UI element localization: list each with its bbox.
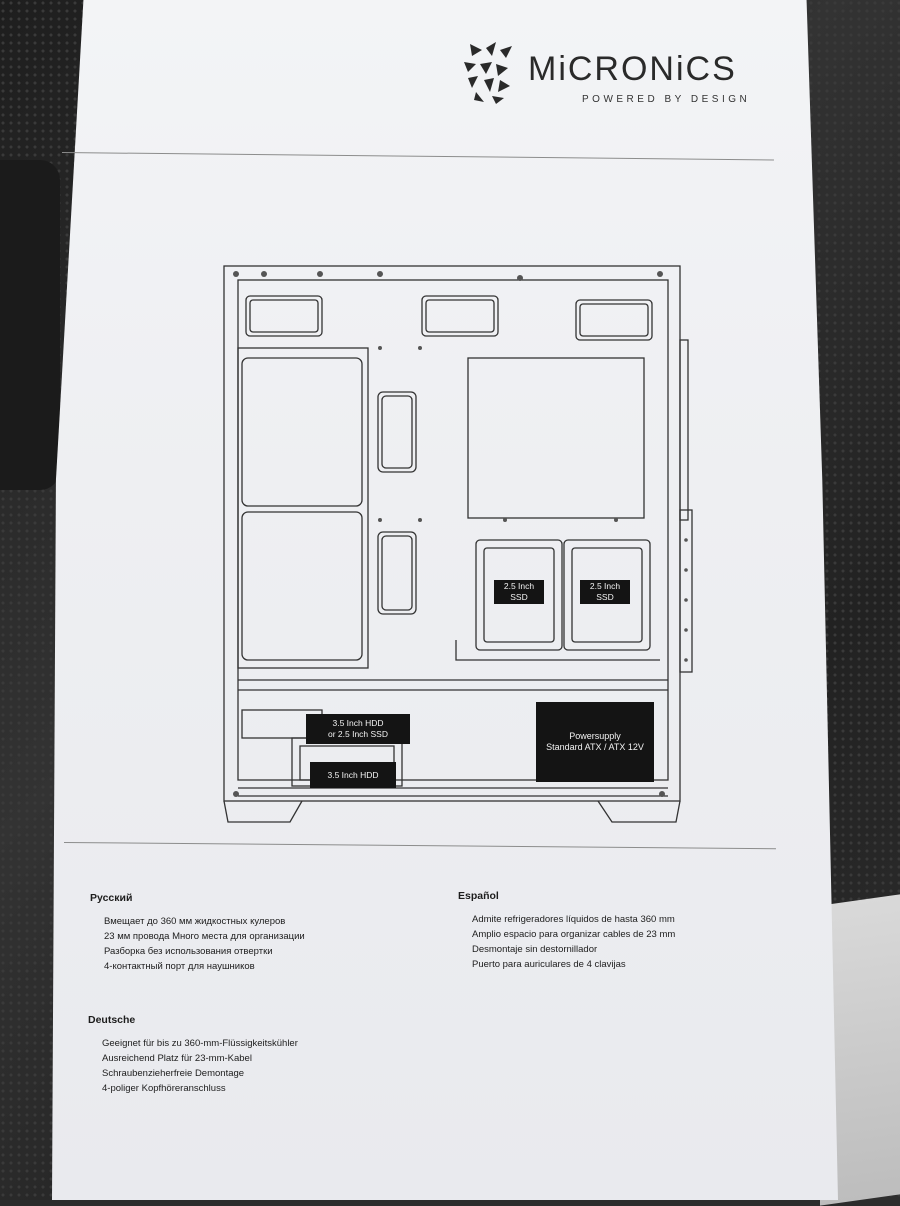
list-item: 4-poliger Kopfhöreranschluss bbox=[102, 1083, 226, 1094]
section-german-title: Deutsche bbox=[88, 1014, 136, 1026]
section-spanish-title: Español bbox=[458, 890, 499, 902]
background-object bbox=[0, 160, 60, 490]
ssd-left-text: 2.5 Inch SSD bbox=[503, 581, 535, 602]
list-item: Ausreichend Platz für 23-mm-Kabel bbox=[102, 1053, 252, 1064]
list-item: Amplio espacio para organizar cables de … bbox=[472, 929, 676, 940]
spanish-feature-list: Admite refrigeradores líquidos de hasta … bbox=[458, 912, 675, 972]
section-german: Deutsche Geeignet für bis zu 360-mm-Flüs… bbox=[88, 1014, 298, 1096]
german-feature-list: Geeignet für bis zu 360-mm-Flüssigkeitsk… bbox=[88, 1036, 298, 1096]
manual-page bbox=[52, 0, 838, 1200]
hdd-upper-label: 3.5 Inch HDD or 2.5 Inch SSD bbox=[306, 714, 410, 744]
case-side-diagram: 2.5 Inch SSD 2.5 Inch SSD 3.5 Inch HDD o… bbox=[220, 260, 700, 830]
section-russian-title: Русский bbox=[90, 892, 133, 904]
list-item: Разборка без использования отвертки bbox=[104, 946, 273, 957]
psu-line-1: Powersupply bbox=[569, 731, 621, 741]
brand-logo: MiCRONiCS POWERED BY DESIGN bbox=[462, 40, 772, 110]
list-item: Puerto para auriculares de 4 clavijas bbox=[472, 959, 626, 970]
ssd-left-label: 2.5 Inch SSD bbox=[494, 580, 544, 604]
list-item: Вмещает до 360 мм жидкостных кулеров bbox=[104, 916, 286, 927]
hdd-lower-label: 3.5 Inch HDD bbox=[310, 762, 396, 788]
russian-feature-list: Вмещает до 360 мм жидкостных кулеров 23 … bbox=[90, 914, 305, 974]
list-item: Geeignet für bis zu 360-mm-Flüssigkeitsk… bbox=[102, 1038, 298, 1049]
list-item: Admite refrigeradores líquidos de hasta … bbox=[472, 914, 675, 925]
brand-tagline: POWERED BY DESIGN bbox=[582, 94, 751, 105]
list-item: Desmontaje sin destornillador bbox=[472, 944, 598, 955]
section-russian: Русский Вмещает до 360 мм жидкостных кул… bbox=[90, 892, 305, 974]
list-item: 23 мм провода Много места для организаци… bbox=[104, 931, 305, 942]
hdd-upper-line-2: or 2.5 Inch SSD bbox=[327, 729, 388, 739]
psu-line-2: Standard ATX / ATX 12V bbox=[546, 742, 644, 752]
hdd-upper-line-1: 3.5 Inch HDD bbox=[332, 718, 384, 728]
list-item: 4-контактный порт для наушников bbox=[104, 961, 255, 972]
ssd-right-label: 2.5 Inch SSD bbox=[580, 580, 630, 604]
section-spanish: Español Admite refrigeradores líquidos d… bbox=[458, 890, 675, 972]
psu-label: Powersupply Standard ATX / ATX 12V bbox=[536, 702, 654, 782]
hdd-lower-text: 3.5 Inch HDD bbox=[327, 769, 379, 780]
list-item: Schraubenzieherfreie Demontage bbox=[102, 1068, 245, 1079]
brand-name: MiCRONiCS bbox=[528, 50, 737, 88]
ssd-right-text: 2.5 Inch SSD bbox=[589, 581, 621, 602]
micronics-logo-icon bbox=[464, 42, 512, 104]
